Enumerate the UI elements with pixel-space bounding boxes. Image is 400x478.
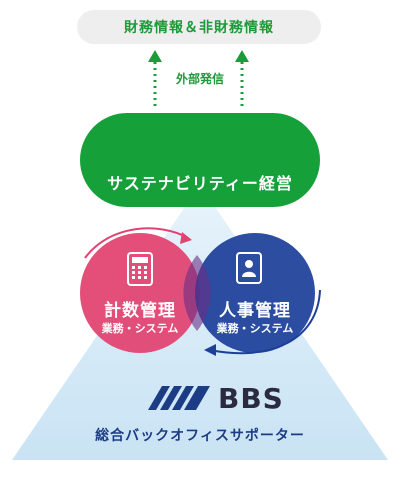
person-card-icon <box>236 252 262 284</box>
cycle-arrow-top <box>84 227 189 259</box>
circle-right-title: 人事管理 <box>219 301 291 321</box>
brand-tagline: 総合バックオフィスサポーター <box>95 428 305 444</box>
sustainability-label: サステナビリティー経営 <box>107 174 293 193</box>
circle-left <box>80 233 200 353</box>
arrow-label: 外部発信 <box>175 72 224 86</box>
circle-right <box>195 233 315 353</box>
top-info-box: 財務情報＆非財務情報 <box>77 10 321 44</box>
bbs-logo-mark <box>148 386 210 410</box>
circle-left-title: 計数管理 <box>104 301 176 321</box>
circle-right-subtitle: 業務・システム <box>216 322 294 335</box>
sustainability-box <box>80 113 320 207</box>
brand-name: BBS <box>218 382 284 415</box>
top-info-label: 財務情報＆非財務情報 <box>124 20 274 36</box>
calculator-icon <box>127 252 153 286</box>
circle-left-subtitle: 業務・システム <box>101 322 179 335</box>
cycle-arrow-bottom <box>209 289 321 355</box>
